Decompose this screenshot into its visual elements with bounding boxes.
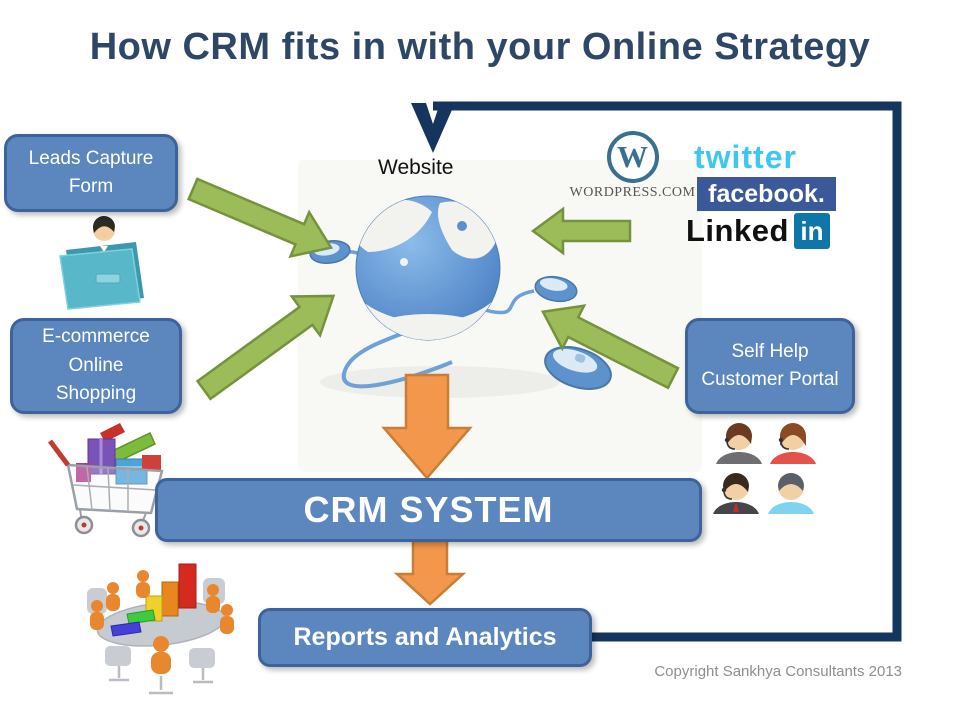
orange-arrow-to-reports — [393, 539, 467, 606]
customer-avatar — [768, 473, 814, 514]
customer-avatar — [713, 473, 759, 514]
orange-arrow-to-crm — [381, 373, 473, 480]
wordpress-icon: W — [606, 131, 659, 183]
ecommerce-label: E-commerce Online Shopping — [42, 326, 150, 405]
green-arrow-leads — [187, 177, 334, 259]
wordpress-caption: WORDPRESS.COM — [569, 185, 696, 200]
linkedin-badge-icon: in — [793, 213, 830, 249]
customer-avatars-icon — [713, 423, 816, 514]
facebook-logo: facebook. — [697, 177, 836, 211]
ecommerce-box: E-commerce Online Shopping — [10, 318, 182, 414]
photo-background — [298, 160, 702, 472]
linkedin-wordmark: Linked — [686, 213, 789, 248]
twitter-logo: twitter — [694, 139, 797, 175]
leads-capture-label: Leads Capture Form — [28, 148, 154, 197]
crm-system-label: CRM SYSTEM — [303, 489, 554, 530]
self-help-portal-box: Self Help Customer Portal — [685, 318, 855, 414]
page-title: How CRM fits in with your Online Strateg… — [89, 26, 871, 68]
customer-avatar — [770, 423, 816, 464]
wordpress-logo: W WORDPRESS.COM — [565, 131, 700, 201]
leads-capture-box: Leads Capture Form — [4, 134, 178, 212]
feedback-loop-line — [433, 101, 902, 642]
green-arrow-social — [530, 206, 632, 256]
computer-mouse-icon — [534, 275, 578, 303]
analytics-meeting-icon — [87, 563, 234, 695]
linkedin-logo: Linked in — [686, 213, 830, 249]
leads-folder-icon — [59, 215, 144, 310]
green-arrow-selfhelp — [540, 304, 680, 390]
shopping-cart-icon — [48, 423, 164, 538]
loop-arrowhead-icon — [411, 103, 455, 153]
website-label: Website — [378, 156, 454, 179]
reports-label: Reports and Analytics — [293, 623, 557, 651]
computer-mouse-icon — [544, 346, 612, 390]
self-help-label: Self Help Customer Portal — [701, 340, 839, 391]
copyright-text: Copyright Sankhya Consultants 2013 — [654, 663, 902, 680]
crm-system-box: CRM SYSTEM — [155, 478, 702, 542]
customer-avatar — [716, 423, 762, 464]
reports-analytics-box: Reports and Analytics — [258, 608, 592, 667]
green-arrow-ecommerce — [195, 294, 336, 401]
